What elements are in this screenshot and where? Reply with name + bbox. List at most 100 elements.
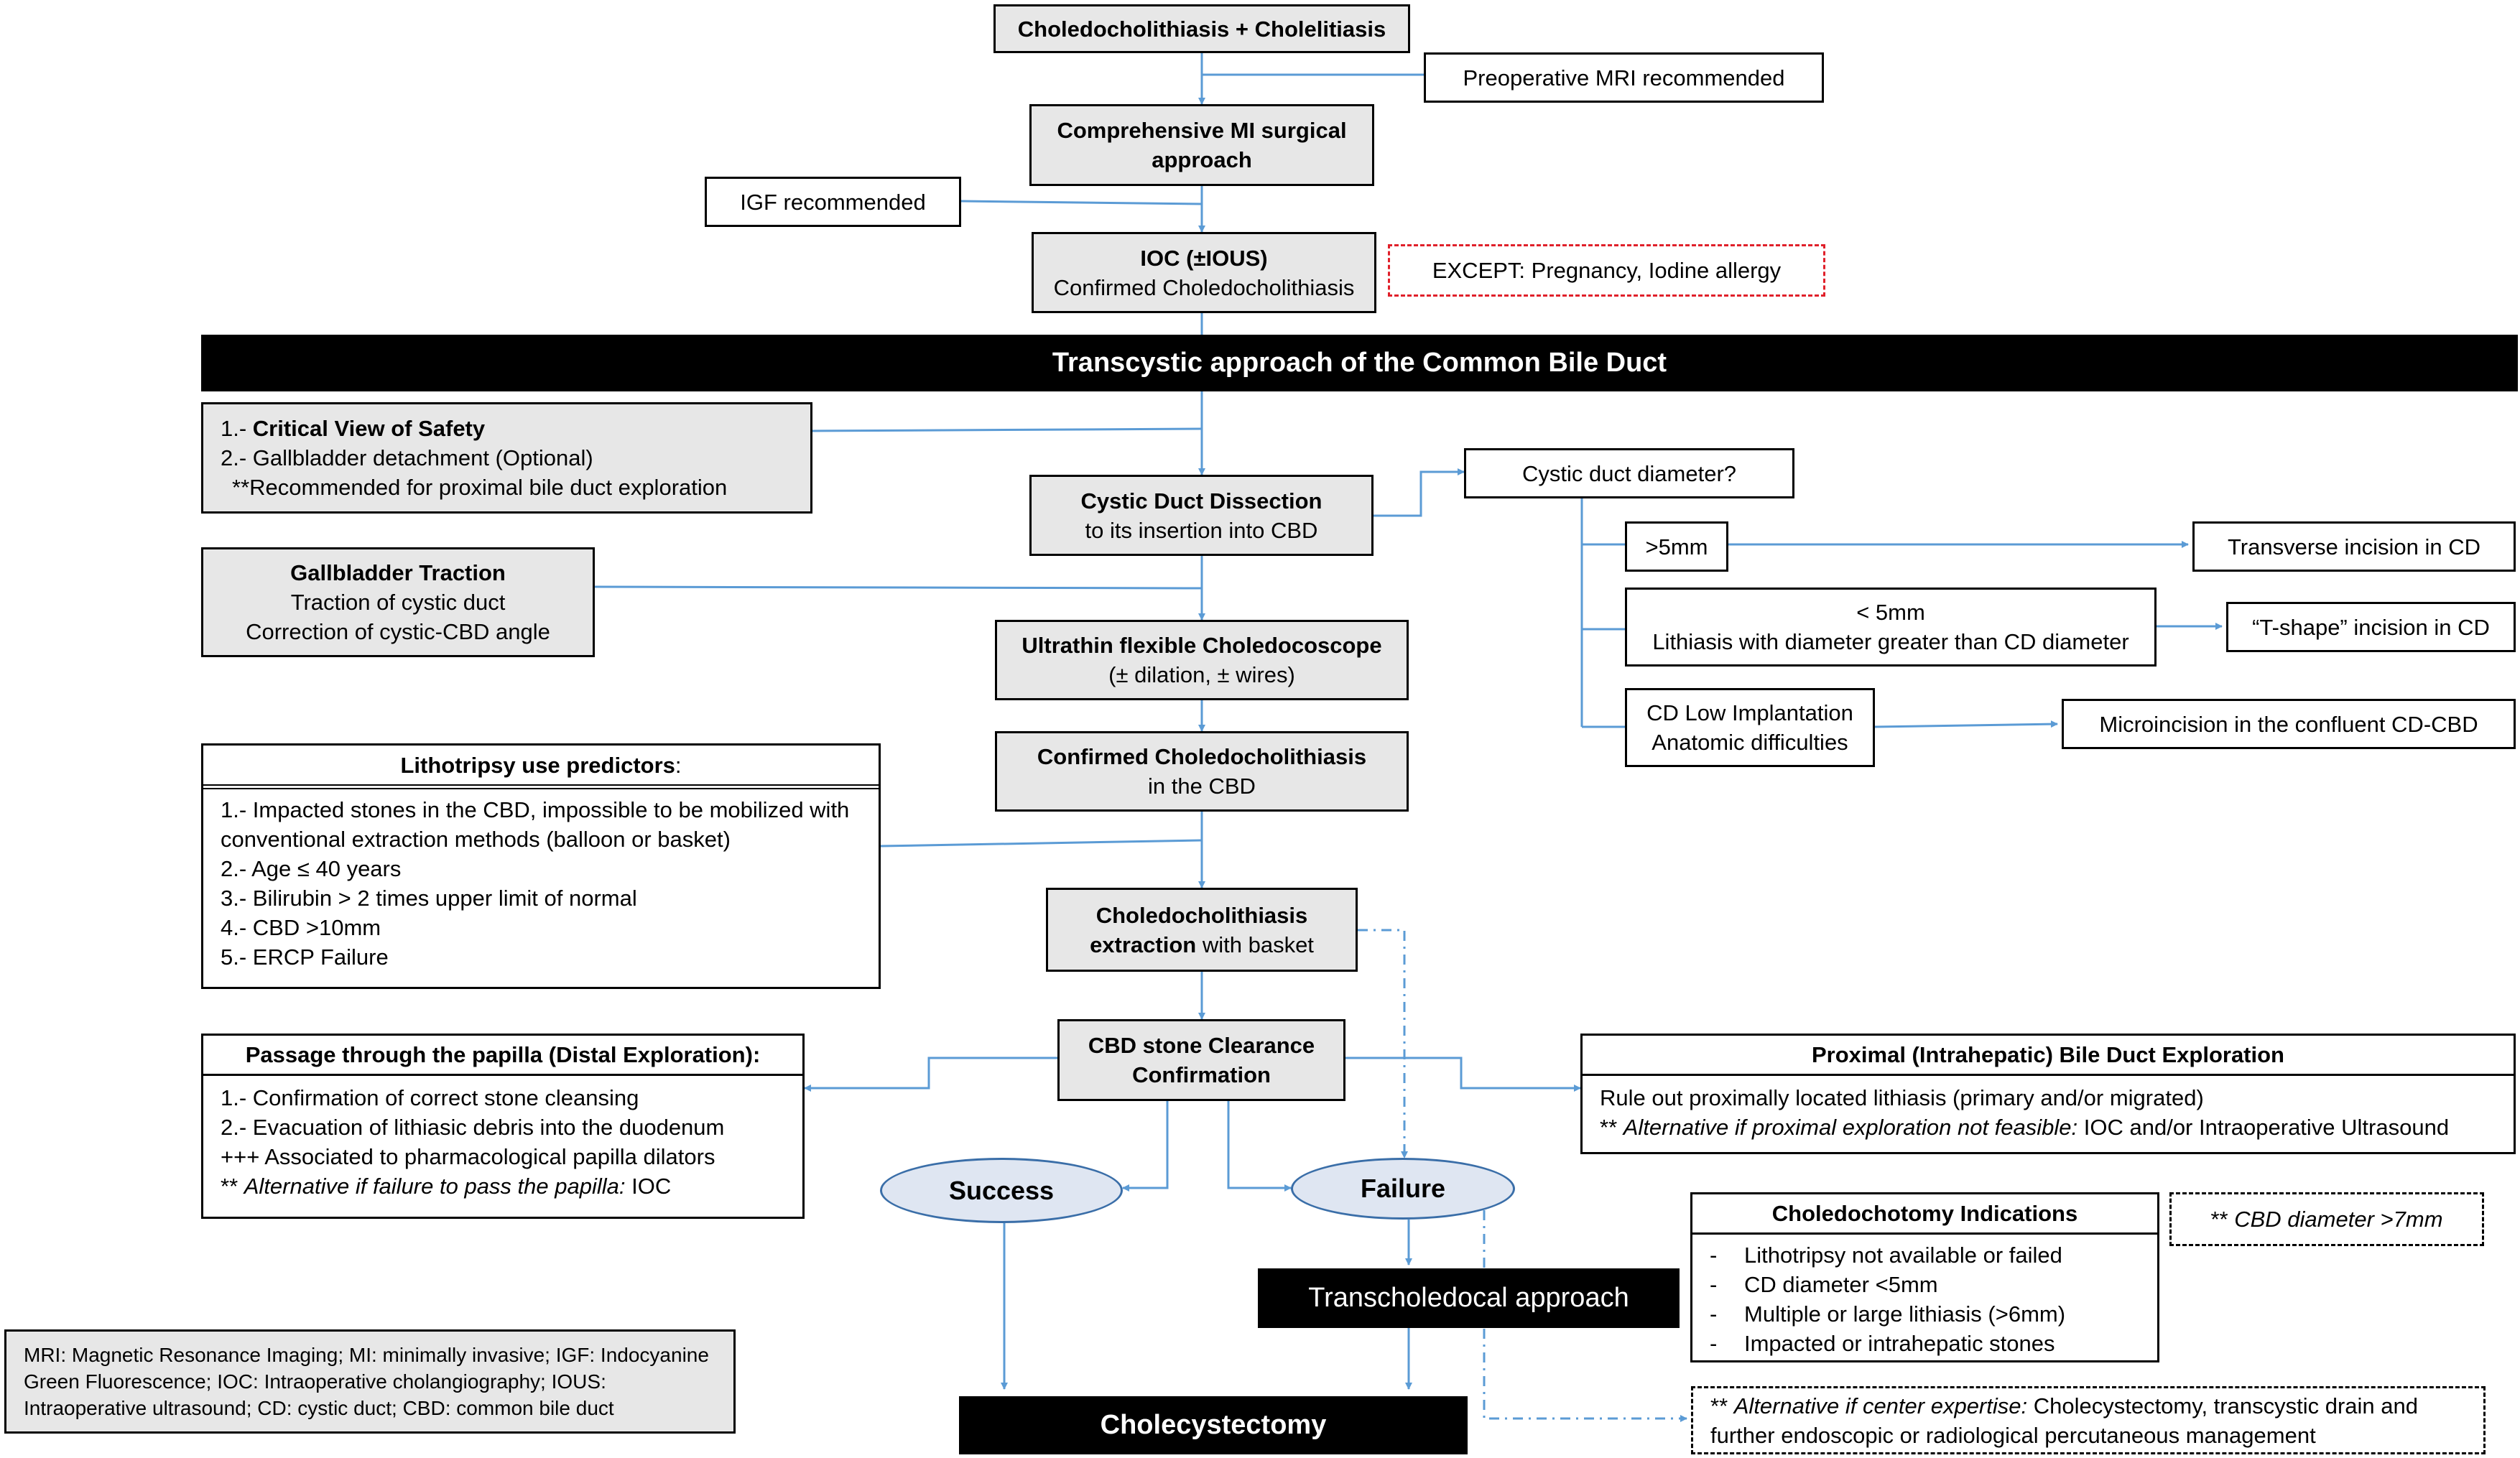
ultrathin-sub: (± dilation, ± wires)	[1108, 662, 1295, 687]
node-mri-recommended: Preoperative MRI recommended	[1424, 52, 1824, 103]
node-cbd-diameter: ** CBD diameter >7mm	[2169, 1192, 2484, 1246]
node-except: EXCEPT: Pregnancy, Iodine allergy	[1388, 244, 1825, 297]
lt5-line-2: Lithiasis with diameter greater than CD …	[1652, 629, 2129, 654]
papilla-list: 1.- Confirmation of correct stone cleans…	[203, 1076, 802, 1205]
node-mi-approach: Comprehensive MI surgical approach	[1029, 104, 1374, 186]
node-low-implantation: CD Low Implantation Anatomic difficultie…	[1625, 688, 1875, 767]
line-cvs	[812, 427, 1203, 432]
choledochotomy-item-text: Lithotripsy not available or failed	[1744, 1243, 2062, 1268]
low-impl-line-2: Anatomic difficulties	[1652, 730, 1848, 755]
transcholedocal-banner: Transcholedocal approach	[1258, 1268, 1680, 1328]
arrow-to-proximal	[1345, 1057, 1581, 1092]
choledochotomy-item-text: CD diameter <5mm	[1744, 1272, 1938, 1297]
choledochotomy-item-text: Multiple or large lithiasis (>6mm)	[1744, 1301, 2066, 1327]
traction-line-2: Correction of cystic-CBD angle	[246, 619, 550, 644]
abbreviations-box: MRI: Magnetic Resonance Imaging; MI: min…	[4, 1329, 736, 1434]
papilla-item: +++ Associated to pharmacological papill…	[221, 1144, 715, 1169]
choledochotomy-list: - Lithotripsy not available or failed - CD…	[1692, 1235, 2157, 1362]
papilla-alternative: ** Alternative if failure to pass the pa…	[221, 1171, 785, 1201]
node-top: Choledocholithiasis + Cholelitiasis	[993, 4, 1410, 53]
extraction-bold: extraction	[1090, 932, 1197, 957]
traction-line-1: Traction of cystic duct	[290, 590, 506, 615]
papilla-alt-italic: Alternative if failure to pass the papil…	[244, 1174, 626, 1199]
node-cvs: 1.- Critical View of Safety 2.- Gallblad…	[201, 402, 812, 514]
lithotripsy-item: conventional extraction methods (balloon…	[221, 827, 731, 852]
cbd-diameter-line: ** CBD diameter >7mm	[2210, 1204, 2442, 1234]
line-igf	[960, 200, 1203, 205]
arrow-dissection-to-diameter	[1374, 468, 1465, 517]
abbrev-line-1: MRI: Magnetic Resonance Imaging; MI: min…	[24, 1344, 709, 1366]
line-traction	[594, 585, 1203, 590]
node-cystic-diameter: Cystic duct diameter?	[1464, 448, 1794, 498]
ioc-title: IOC (±IOUS)	[1140, 245, 1268, 271]
papilla-item: 1.- Confirmation of correct stone cleans…	[221, 1085, 639, 1110]
transcystic-banner: Transcystic approach of the Common Bile …	[201, 335, 2518, 391]
node-gallbladder-traction: Gallbladder Traction Traction of cystic …	[201, 547, 595, 657]
node-clearance: CBD stone Clearance Confirmation	[1057, 1019, 1345, 1101]
ultrathin-title: Ultrathin flexible Choledocoscope	[1022, 633, 1382, 658]
dashed-extraction-to-failure	[1358, 929, 1408, 1158]
cbd-diameter-prefix: **	[2210, 1207, 2235, 1232]
dash: -	[1710, 1301, 1718, 1327]
ioc-subtitle: Confirmed Choledocholithiasis	[1053, 274, 1355, 300]
choledochotomy-item: -Multiple or large lithiasis (>6mm)	[1710, 1299, 2140, 1329]
confirmed-sub: in the CBD	[1148, 774, 1256, 799]
choledochotomy-item: - Impacted or intrahepatic stones	[1710, 1329, 2140, 1358]
cvs-bold: Critical View of Safety	[252, 416, 486, 441]
lithotripsy-item: 1.- Impacted stones in the CBD, impossib…	[221, 797, 850, 822]
lithotripsy-header: Lithotripsy use predictors:	[203, 746, 879, 789]
node-transverse: Transverse incision in CD	[2192, 521, 2516, 572]
node-alternative: ** Alternative if center expertise: Chol…	[1691, 1386, 2486, 1454]
alternative-line-2: further endoscopic or radiological percu…	[1710, 1422, 2316, 1448]
cbd-diameter-text: CBD diameter >7mm	[2234, 1207, 2443, 1232]
panel-proximal: Proximal (Intrahepatic) Bile Duct Explor…	[1580, 1034, 2516, 1154]
arrow-to-success	[1122, 1101, 1169, 1192]
low-impl-line-1: CD Low Implantation	[1646, 700, 1853, 725]
choledochotomy-item-text: Impacted or intrahepatic stones	[1744, 1331, 2055, 1356]
lithotripsy-item: 5.- ERCP Failure	[221, 944, 389, 970]
panel-papilla: Passage through the papilla (Distal Expl…	[201, 1034, 805, 1219]
panel-lithotripsy-predictors: Lithotripsy use predictors: 1.- Impacted…	[201, 743, 881, 989]
node-lt5mm: < 5mm Lithiasis with diameter greater th…	[1625, 588, 2157, 667]
extraction-line-1: Choledocholithiasis	[1095, 902, 1308, 928]
node-gt5mm: >5mm	[1625, 521, 1728, 572]
proximal-line-1: Rule out proximally located lithiasis (p…	[1600, 1085, 2204, 1110]
cvs-prefix: 1.-	[221, 416, 253, 441]
abbrev-line-3: Intraoperative ultrasound; CD: cystic du…	[24, 1397, 614, 1419]
dash: -	[1710, 1272, 1718, 1297]
choledochotomy-header: Choledochotomy Indications	[1692, 1194, 2157, 1235]
oval-success: Success	[880, 1158, 1123, 1223]
extraction-line-2: extraction with basket	[1090, 930, 1314, 960]
proximal-alternative: ** Alternative if proximal exploration n…	[1600, 1113, 2496, 1142]
lithotripsy-header-text: Lithotripsy use predictors	[400, 753, 675, 778]
abbrev-line-2: Green Fluorescence; IOC: Intraoperative …	[24, 1370, 606, 1393]
alternative-rest-1: Cholecystectomy, transcystic drain and	[2027, 1393, 2418, 1418]
clearance-line-1: CBD stone Clearance	[1088, 1033, 1315, 1058]
lithotripsy-item: 3.- Bilirubin > 2 times upper limit of n…	[221, 886, 637, 911]
proximal-header: Proximal (Intrahepatic) Bile Duct Explor…	[1583, 1036, 2514, 1076]
papilla-item: 2.- Evacuation of lithiasic debris into …	[221, 1115, 725, 1140]
proximal-alt-prefix: **	[1600, 1115, 1623, 1140]
lt5-line-1: < 5mm	[1856, 600, 1925, 625]
proximal-alt-italic: Alternative if proximal exploration not …	[1623, 1115, 2078, 1140]
dash: -	[1710, 1243, 1718, 1268]
cvs-line-1: 1.- Critical View of Safety	[221, 414, 485, 443]
node-microincision: Microincision in the confluent CD-CBD	[2062, 699, 2516, 749]
alternative-italic: Alternative if center expertise:	[1733, 1393, 2028, 1418]
node-cystic-dissection: Cystic Duct Dissection to its insertion …	[1029, 475, 1374, 556]
arrow-to-papilla	[804, 1057, 1057, 1092]
node-ioc: IOC (±IOUS) Confirmed Choledocholithiasi…	[1032, 232, 1376, 313]
node-tshape: “T-shape” incision in CD	[2226, 602, 2516, 652]
oval-failure: Failure	[1291, 1158, 1515, 1220]
extraction-rest: with basket	[1196, 932, 1314, 957]
line-litho	[880, 839, 1203, 848]
dash: -	[1710, 1331, 1718, 1356]
papilla-header: Passage through the papilla (Distal Expl…	[203, 1036, 802, 1076]
traction-title: Gallbladder Traction	[290, 560, 506, 585]
node-igf-recommended: IGF recommended	[705, 177, 961, 227]
alternative-line-1: ** Alternative if center expertise: Chol…	[1710, 1391, 2418, 1421]
panel-choledochotomy: Choledochotomy Indications - Lithotripsy …	[1690, 1192, 2159, 1362]
node-extraction: Choledocholithiasis extraction with bask…	[1046, 888, 1358, 972]
alternative-prefix: **	[1710, 1393, 1734, 1418]
